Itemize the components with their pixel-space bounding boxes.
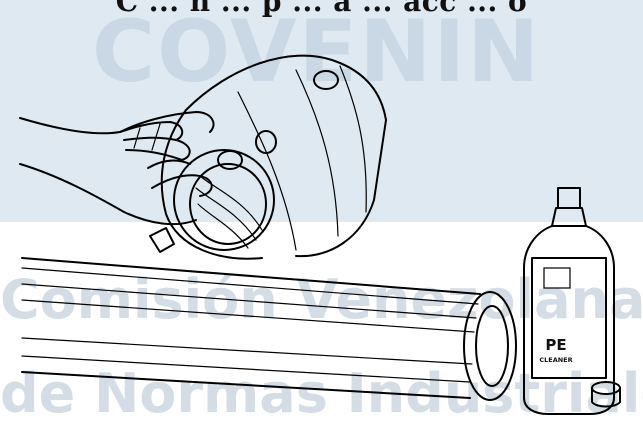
bottle-cap-icon — [592, 382, 620, 407]
bottle-sublabel: CLEANER — [528, 356, 584, 364]
pipe-icon — [22, 258, 516, 400]
cleaner-bottle-icon — [524, 188, 614, 414]
coupler-fitting-icon — [150, 56, 386, 259]
bottle-label: PE — [538, 336, 574, 354]
